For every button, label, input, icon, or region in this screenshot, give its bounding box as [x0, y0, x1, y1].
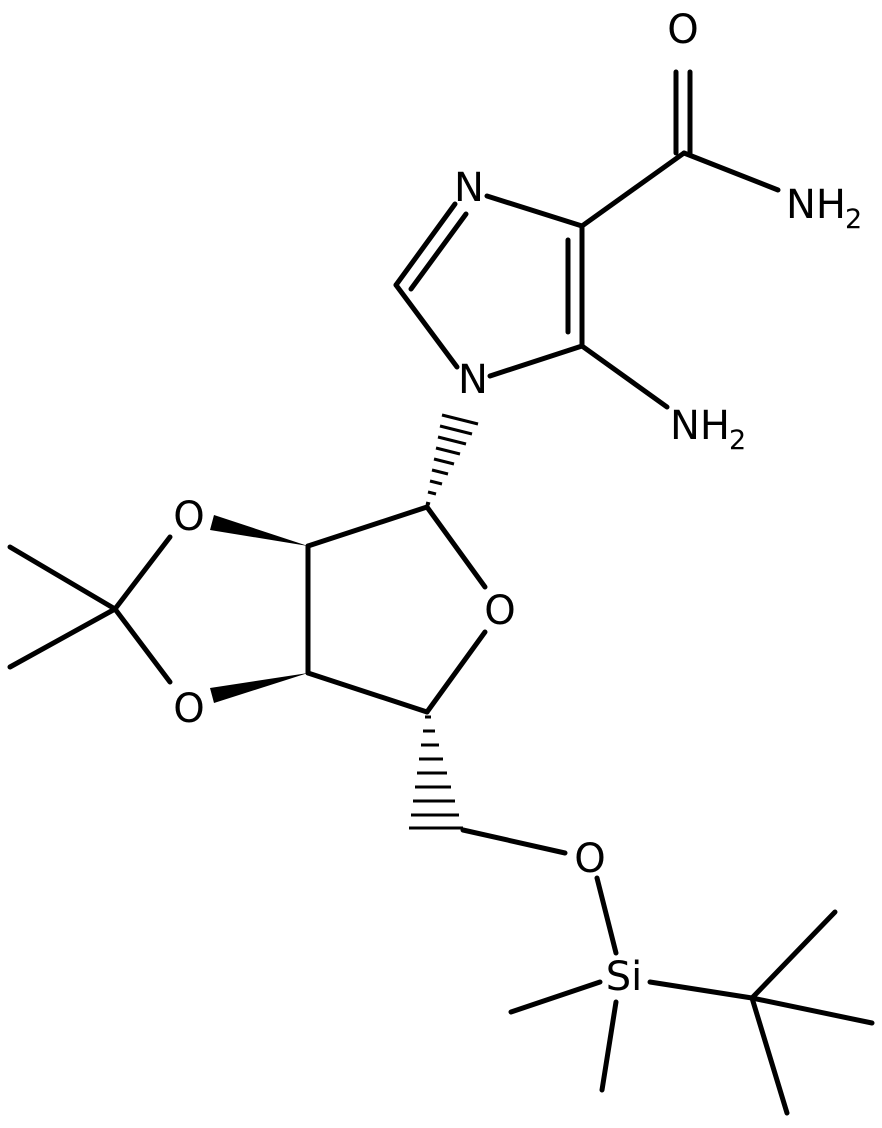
bond-ctert-methyl-b — [749, 995, 875, 1026]
hashed-bonds — [409, 413, 479, 830]
bonds — [7, 69, 875, 1116]
bond-si-ctert — [647, 979, 755, 1001]
atom-silicon: Si — [606, 954, 643, 1000]
atom-labels: O NH 2 N N NH 2 O O O O Si — [173, 7, 862, 1000]
bond-c4-c3 — [305, 670, 430, 715]
bond-ch2-o — [460, 827, 568, 856]
bond-c2-c1 — [305, 504, 430, 549]
atom-carbonyl-oxygen: O — [667, 7, 698, 53]
hash-c1-n1-1 — [425, 501, 431, 506]
hash-c1-n1-4 — [431, 468, 449, 476]
wedge-bonds — [210, 515, 308, 703]
bond-n1-c5 — [487, 343, 585, 379]
atom-amine-nitrogen: NH — [670, 403, 730, 449]
atom-ring-oxygen: O — [484, 588, 515, 634]
wedge-c3-obottom — [210, 673, 308, 703]
atom-dioxolane-oxygen-top: O — [173, 494, 204, 540]
bond-c1-oring — [424, 504, 488, 590]
bond-o-si — [594, 875, 619, 956]
bond-c2-n1 — [393, 282, 460, 370]
atom-amide-nitrogen: NH — [786, 182, 846, 228]
atom-amide-nitrogen-subscript: 2 — [845, 204, 862, 235]
bond-cacetal-methyl-a — [7, 544, 118, 612]
bond-ctert-methyl-c — [749, 995, 790, 1116]
hash-c1-n1-2 — [427, 490, 437, 496]
hash-c1-n1-3 — [429, 479, 443, 486]
bond-oring-c4 — [424, 629, 488, 715]
hash-c1-n1-7 — [437, 435, 467, 446]
atom-imidazole-n1: N — [458, 357, 488, 403]
bond-cacetal-methyl-b — [7, 606, 118, 670]
atom-dioxolane-oxygen-bottom: O — [173, 686, 204, 732]
bond-si-methyl-a — [508, 979, 603, 1015]
bond-carbonyl-amide — [681, 150, 781, 193]
bond-c5-amine — [579, 343, 670, 410]
atom-imidazole-n3: N — [454, 165, 484, 211]
atom-silyl-ether-oxygen: O — [574, 836, 605, 882]
bond-si-methyl-b — [599, 999, 619, 1093]
hash-c1-n1-9 — [441, 413, 479, 426]
wedge-c2-otop — [210, 515, 308, 546]
bond-c4-n3 — [484, 193, 585, 229]
hash-c1-n1-8 — [439, 424, 473, 436]
bond-ctert-methyl-a — [749, 909, 838, 1001]
hash-c1-n1-6 — [435, 446, 461, 456]
bond-carbonyl-c4 — [579, 150, 687, 229]
atom-amine-nitrogen-subscript: 2 — [729, 425, 746, 456]
hash-c1-n1-5 — [433, 457, 455, 466]
bond-obottom-cacetal — [112, 606, 173, 685]
bond-n3-c2-a — [393, 201, 458, 288]
bond-otop-cacetal — [112, 534, 173, 612]
bond-n3-c2-b — [408, 211, 469, 292]
